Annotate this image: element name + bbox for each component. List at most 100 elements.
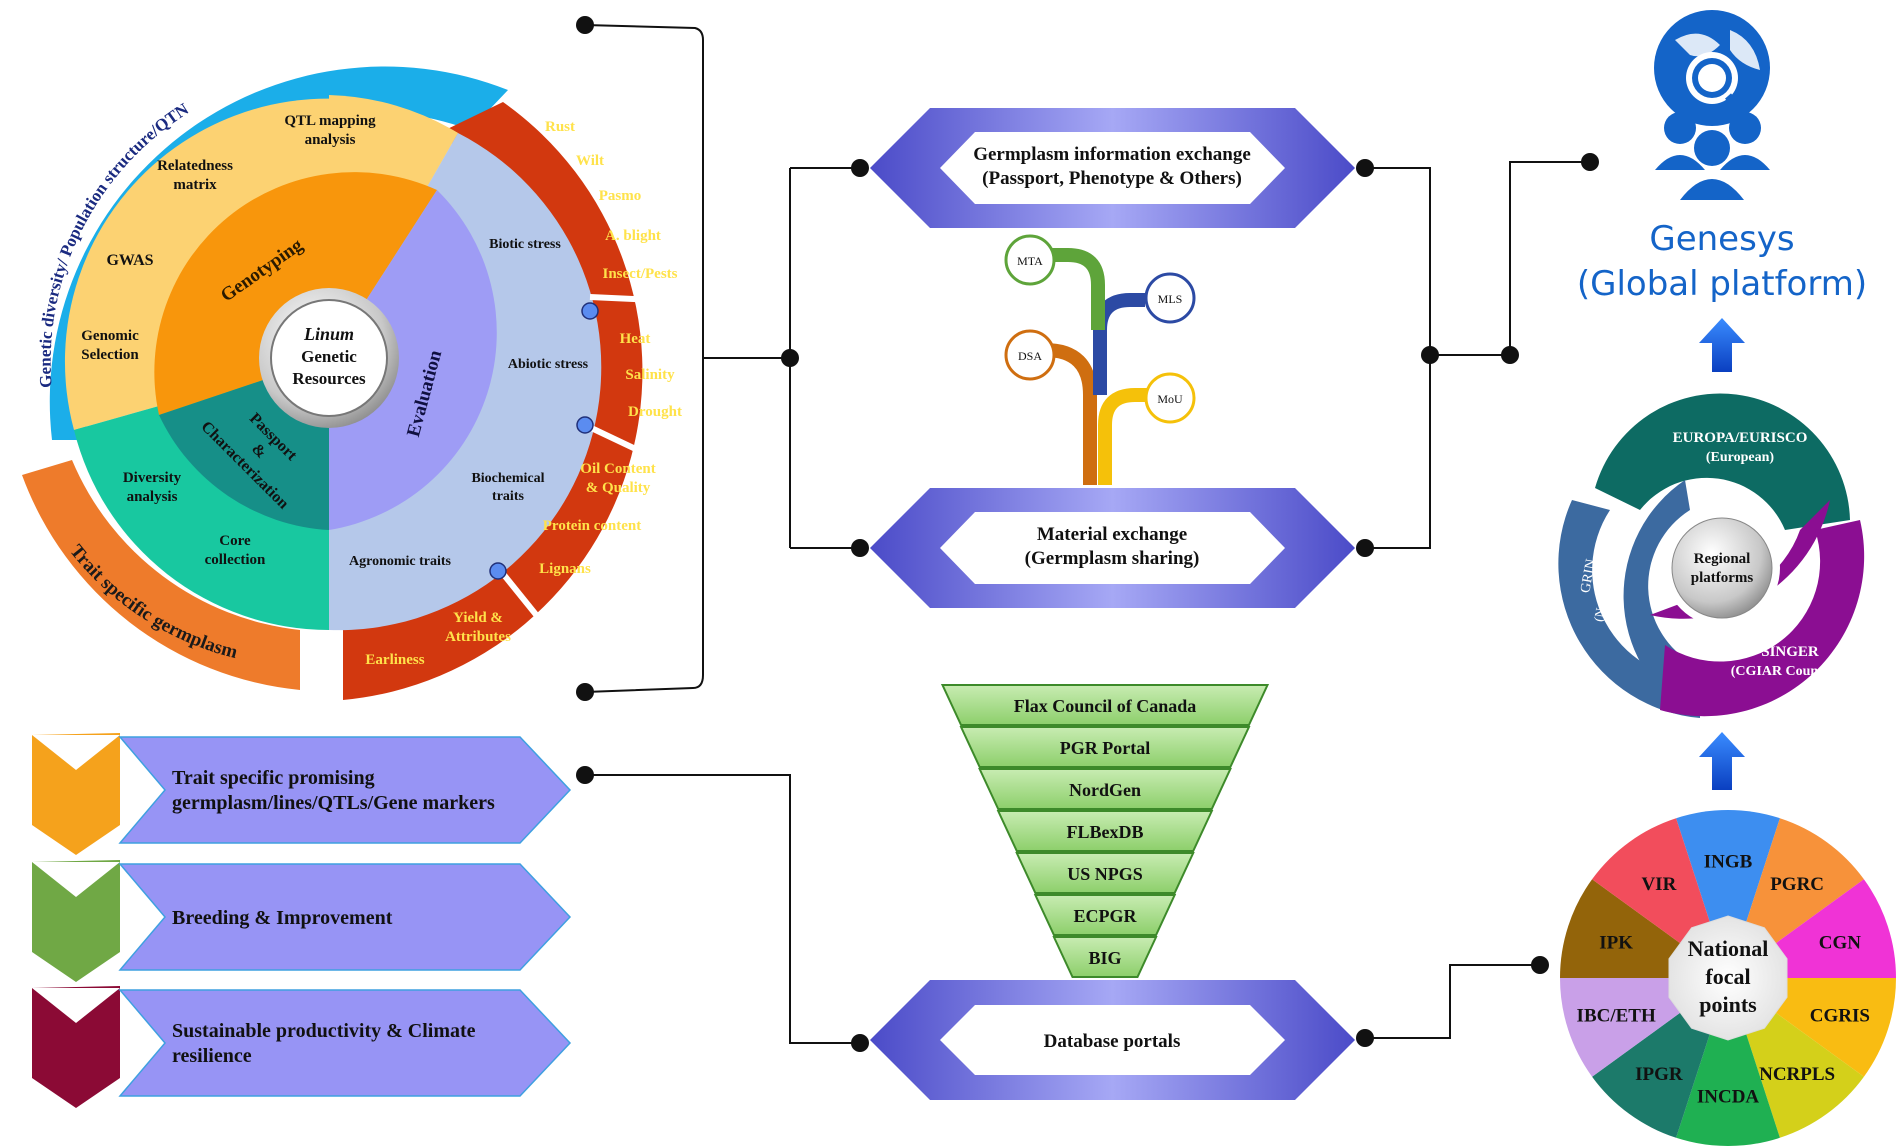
hexagon-info-exchange: Germplasm information exchange (Passport…	[870, 108, 1355, 228]
funnel-tier	[1033, 894, 1177, 936]
svg-text:MTA: MTA	[1017, 254, 1043, 268]
funnel-tier	[978, 768, 1232, 810]
nfp-label: INGB	[1704, 851, 1753, 872]
outcome-arrow-text: resilience	[172, 1045, 252, 1067]
singer-label: SINGER	[1761, 644, 1819, 660]
genomic-selection-label: Genomic	[81, 328, 139, 344]
funnel-label: US NPGS	[1067, 864, 1143, 884]
nfp-label: CGN	[1819, 933, 1862, 954]
hexagon-database-portals: Database portals	[870, 980, 1355, 1100]
up-arrow-top	[1699, 318, 1745, 372]
evaluation-segment	[329, 190, 497, 530]
mta-node	[1004, 234, 1056, 286]
nfp-label: IPGR	[1635, 1064, 1683, 1085]
tree-nodes: MTA MLS DSA MoU	[1004, 234, 1196, 424]
yield-label: Yield &	[453, 610, 503, 626]
funnel-tier	[959, 726, 1251, 768]
rust-label: Rust	[545, 119, 575, 135]
relatedness-label-2: matrix	[173, 177, 217, 193]
outcome-arrow-text: Sustainable productivity & Climate	[172, 1020, 476, 1042]
nfp-segment	[1676, 978, 1780, 1146]
europa-label: EUROPA/EURISCO	[1673, 430, 1808, 446]
svg-text:DSA: DSA	[1018, 349, 1042, 363]
outcome-arrow-text: Trait specific promising	[172, 767, 375, 789]
attributes-label: Attributes	[445, 629, 511, 645]
nfp-label: CGRIS	[1810, 1005, 1870, 1026]
oil-content-label: Oil Content	[580, 461, 655, 477]
svg-text:MoU: MoU	[1157, 392, 1183, 406]
genomic-selection-label-2: Selection	[81, 347, 139, 363]
mls-node	[1144, 272, 1196, 324]
diversity-analysis-label: Diversity	[123, 470, 182, 486]
nfp-label: PGRC	[1770, 874, 1824, 895]
qtl-mapping-label: QTL mapping	[284, 113, 376, 129]
red-separator-1	[589, 294, 701, 305]
regional-center-1: Regional	[1694, 551, 1751, 567]
protein-content-label: Protein content	[543, 518, 641, 534]
red-node-1	[581, 302, 599, 320]
info-exchange-title: Germplasm information exchange	[973, 144, 1251, 165]
oil-quality-label: & Quality	[586, 480, 651, 496]
outcome-arrow-text: germplasm/lines/QTLs/Gene markers	[172, 792, 495, 814]
hexagon-material-exchange: Material exchange (Germplasm sharing)	[870, 488, 1355, 608]
nfp-label: NCRPLS	[1759, 1064, 1835, 1085]
heat-label: Heat	[620, 331, 651, 347]
nfp-label: IPK	[1599, 933, 1633, 954]
red-separator-3	[497, 568, 553, 634]
wilt-label: Wilt	[576, 153, 604, 169]
svg-text:MLS: MLS	[1158, 292, 1183, 306]
funnel-tier	[940, 684, 1270, 726]
chevron-tab	[32, 733, 120, 855]
genesys-title: Genesys	[1649, 219, 1794, 259]
earliness-label: Earliness	[365, 652, 424, 668]
biochemical-traits-label: Biochemical	[471, 471, 544, 486]
funnel-label: PGR Portal	[1060, 738, 1150, 758]
funnel-tier	[1015, 852, 1195, 894]
funnel-label: ECPGR	[1074, 906, 1138, 926]
outcome-arrow-3	[118, 989, 572, 1097]
database-portals-label: Database portals	[1044, 1031, 1181, 1052]
core-collection-label: Core	[219, 533, 251, 549]
chevron-tab	[32, 986, 120, 1108]
relatedness-label: Relatedness	[157, 158, 233, 174]
outcome-arrow-2	[118, 863, 572, 971]
dsa-node	[1004, 329, 1056, 381]
connector-dots	[576, 16, 1599, 1052]
chevron-notch	[32, 735, 120, 770]
abiotic-stress-label: Abiotic stress	[508, 357, 589, 372]
genesys-subtitle: (Global platform)	[1577, 264, 1867, 304]
outcome-arrow-text: Breeding & Improvement	[172, 907, 393, 929]
nfp-label: INCDA	[1697, 1087, 1760, 1108]
nfp-center-label: points	[1699, 992, 1757, 1017]
outcome-arrow-1	[118, 736, 572, 844]
chevron-notch	[32, 862, 120, 897]
info-exchange-subtitle: (Passport, Phenotype & Others)	[982, 168, 1242, 189]
europa-segment	[1595, 393, 1850, 530]
up-arrow-bottom	[1699, 732, 1745, 790]
nfp-label: VIR	[1641, 874, 1676, 895]
salinity-label: Salinity	[625, 367, 675, 383]
funnel-tier	[1052, 936, 1158, 978]
biotic-stress-label: Biotic stress	[489, 237, 561, 252]
red-node-3	[489, 562, 507, 580]
lignans-label: Lignans	[539, 561, 591, 577]
outcome-arrows: Trait specific promising germplasm/lines/…	[32, 733, 572, 1108]
regional-center-2: platforms	[1691, 570, 1754, 586]
a-blight-label: A. blight	[605, 228, 661, 244]
europa-sublabel: (European)	[1706, 450, 1775, 465]
nfp-segment	[1676, 810, 1780, 978]
red-separator-2	[583, 422, 682, 473]
nfp-center	[1668, 915, 1788, 1041]
agronomic-traits-label: Agronomic traits	[349, 554, 452, 569]
chevron-notch	[32, 988, 120, 1023]
linum-wheel: Genetic diversity/ Population structure/…	[22, 66, 701, 700]
biochemical-traits-label-2: traits	[492, 489, 524, 504]
diversity-analysis-label-2: analysis	[127, 489, 178, 505]
regional-platforms: Regional platforms EUROPA/EURISCO (Europ…	[1558, 393, 1865, 718]
nfp-label: IBC/ETH	[1577, 1005, 1656, 1026]
mou-node	[1144, 372, 1196, 424]
singer-segment-outer	[1660, 520, 1865, 717]
